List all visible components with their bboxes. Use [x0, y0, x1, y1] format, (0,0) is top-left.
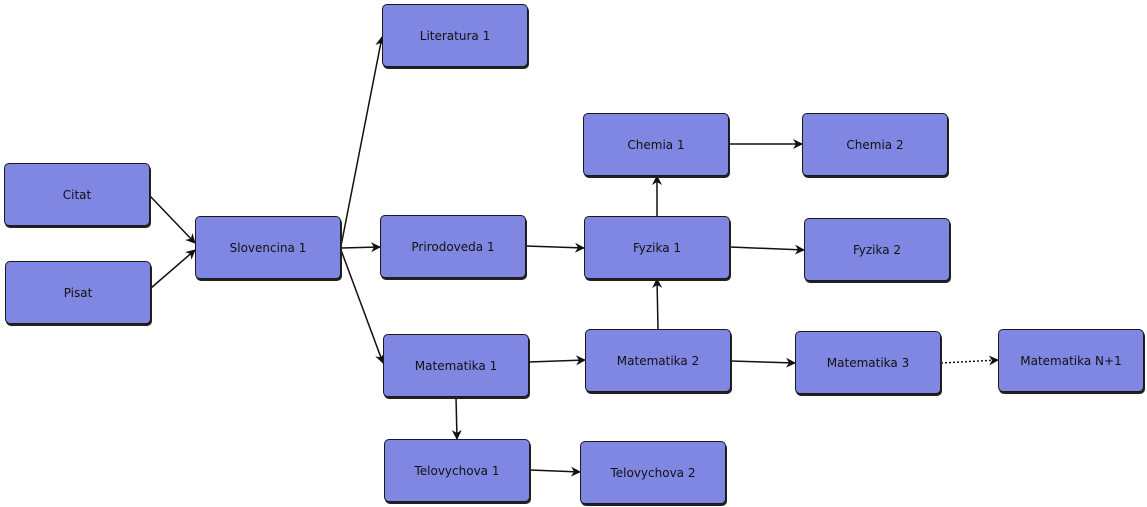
node-matematika-n-plus-1[interactable]: Matematika N+1: [998, 329, 1144, 392]
node-fyzika-2[interactable]: Fyzika 2: [804, 218, 950, 281]
node-label: Matematika 2: [616, 353, 700, 368]
node-label: Chemia 1: [627, 137, 685, 152]
node-label: Prirodoveda 1: [411, 239, 495, 254]
node-label: Telovychova 1: [414, 463, 500, 478]
edge-prirodoveda1-to-fyzika1: [525, 242, 585, 253]
node-chemia-2[interactable]: Chemia 2: [802, 113, 948, 176]
node-label: Slovencina 1: [229, 240, 307, 255]
node-label: Citat: [62, 187, 92, 202]
edge-citat-to-slovencina1: [149, 195, 196, 244]
node-label: Pisat: [63, 285, 93, 300]
edge-telovychova1-to-telovychova2: [529, 466, 581, 477]
node-matematika-2[interactable]: Matematika 2: [585, 329, 731, 392]
node-citat[interactable]: Citat: [4, 163, 150, 226]
node-literatura-1[interactable]: Literatura 1: [382, 4, 528, 67]
node-matematika-1[interactable]: Matematika 1: [383, 334, 529, 397]
edge-matematika1-to-matematika2: [528, 355, 586, 366]
edge-fyzika1-to-fyzika2: [729, 244, 805, 255]
node-prirodoveda-1[interactable]: Prirodoveda 1: [380, 215, 526, 278]
node-label: Telovychova 2: [610, 465, 696, 480]
node-label: Fyzika 2: [852, 242, 902, 257]
edge-slovencina1-to-literatura1: [340, 36, 386, 247]
node-label: Fyzika 1: [632, 240, 682, 255]
node-label: Chemia 2: [846, 137, 904, 152]
node-label: Matematika N+1: [1020, 353, 1122, 368]
edge-matematika1-to-telovychova1: [451, 396, 462, 440]
edge-matematika3-to-matematikaN1: [940, 355, 999, 366]
node-chemia-1[interactable]: Chemia 1: [583, 113, 729, 176]
edge-pisat-to-slovencina1: [150, 249, 196, 289]
node-label: Matematika 1: [414, 358, 498, 373]
node-pisat[interactable]: Pisat: [5, 261, 151, 324]
node-telovychova-1[interactable]: Telovychova 1: [384, 439, 530, 502]
edge-slovencina1-to-matematika1: [340, 249, 385, 364]
edge-slovencina1-to-prirodoveda1: [340, 242, 381, 253]
node-telovychova-2[interactable]: Telovychova 2: [580, 441, 726, 504]
node-label: Literatura 1: [419, 28, 491, 43]
edge-matematika2-to-fyzika1: [652, 278, 663, 330]
node-label: Matematika 3: [826, 355, 910, 370]
node-matematika-3[interactable]: Matematika 3: [795, 331, 941, 394]
node-slovencina-1[interactable]: Slovencina 1: [195, 216, 341, 279]
edge-matematika2-to-matematika3: [730, 357, 796, 368]
node-fyzika-1[interactable]: Fyzika 1: [584, 216, 730, 279]
